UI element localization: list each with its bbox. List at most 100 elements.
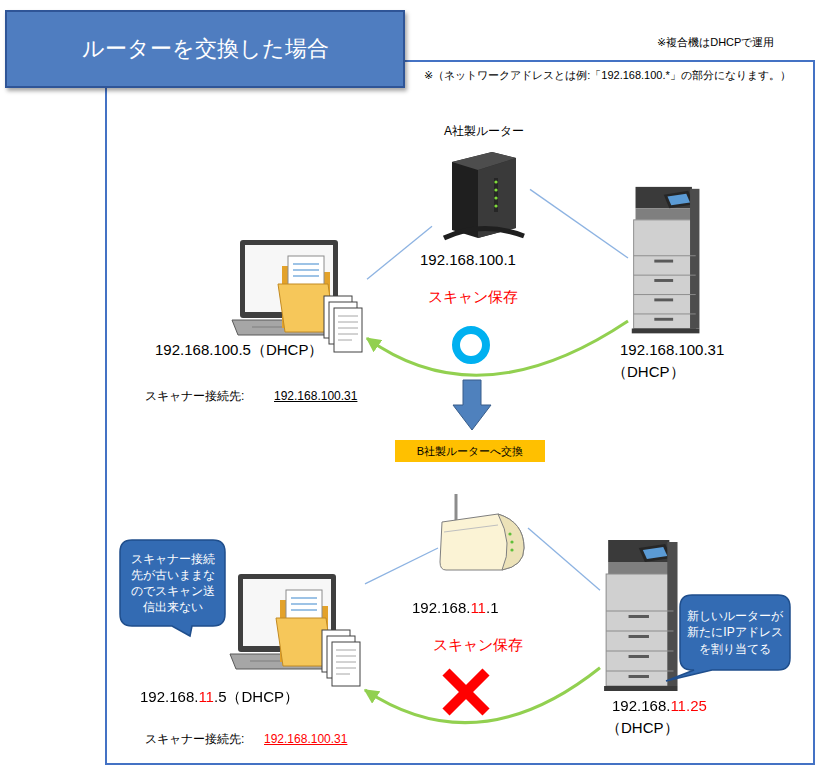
laptop-pc: 192.168.11.5（DHCP）スキャナー接続先:192.168.100.3… [230, 572, 365, 690]
laptop-icon-part [336, 668, 356, 669]
laptop-icon-part [338, 340, 352, 341]
laptop-icon-part [338, 322, 358, 323]
laptop-icon-part [338, 316, 358, 317]
router-a: A社製ルーター192.168.100.1 [432, 148, 530, 240]
scanner-target-label: スキャナー接続先: [145, 389, 244, 403]
mfp-icon-part [608, 562, 669, 574]
mfp-icon-part [634, 294, 696, 295]
ip-address: 192.168.100.31 [620, 341, 724, 359]
network-link [365, 548, 438, 584]
laptop-icon [232, 240, 362, 352]
ip-address: 192.168.100.1 [420, 251, 516, 269]
change-band: B社製ルーターへ交換 [395, 440, 545, 462]
mfp-icon-part [629, 655, 649, 658]
laptop-icon-part [336, 650, 356, 651]
router-a-icon-part [494, 180, 497, 183]
mfp-icon-part [667, 542, 677, 686]
laptop-icon-part [291, 597, 317, 599]
dhcp-label: （DHCP） [612, 363, 685, 381]
ip-address: 192.168.11.25 [612, 697, 707, 715]
mfp-icon-part [634, 220, 696, 329]
mfp-icon-part [629, 635, 649, 638]
mfp-printer: 192.168.100.31（DHCP） [628, 183, 703, 333]
laptop-icon-part [336, 674, 350, 675]
mfp-icon-part [636, 208, 692, 220]
mfp-icon [604, 540, 677, 691]
scene-frame: ※（ネットワークアドレスとは例:「192.168.100.*」の部分になります。… [105, 60, 815, 765]
laptop-icon-part [332, 642, 360, 686]
laptop-icon-part [291, 609, 317, 611]
mfp-icon [632, 187, 700, 333]
router-a-icon-part [452, 152, 516, 170]
mfp-icon-part [604, 686, 677, 691]
scan-flow-arrow [367, 321, 628, 375]
mfp-icon-part [654, 298, 673, 301]
title-text: ルーターを交換した場合 [82, 34, 329, 64]
mfp-icon-part [690, 189, 699, 329]
mfp-icon-part [606, 631, 673, 632]
router-b-icon-part [510, 548, 513, 551]
mfp-icon-part [654, 260, 673, 263]
flow-label: スキャン保存 [433, 636, 523, 654]
mfp-icon-part [606, 574, 673, 686]
router-a-icon-part [444, 228, 524, 238]
mfp-icon-part [606, 671, 673, 672]
laptop-icon-part [336, 662, 356, 663]
router-b-icon-part [510, 540, 513, 543]
callout-text: スキャナー接続先が古いままなのでスキャン送信出来ない [129, 551, 216, 616]
mfp-icon-part [632, 329, 700, 334]
ok-circle [456, 330, 486, 360]
mfp-icon-part [634, 275, 696, 276]
mfp-printer: 192.168.11.25（DHCP） [600, 536, 682, 691]
down-arrow [453, 380, 491, 430]
mfp-icon-part [654, 279, 673, 282]
scanner-target-ip: 192.168.100.31 [264, 732, 347, 746]
scanner-target-ip: 192.168.100.31 [274, 389, 357, 403]
callout-shape [120, 540, 225, 636]
scan-flow-arrow [365, 668, 600, 723]
router-b-icon-part [508, 532, 511, 535]
laptop-pc: 192.168.100.5（DHCP）スキャナー接続先:192.168.100.… [232, 238, 367, 356]
ip-address: 192.168.100.5（DHCP） [155, 341, 323, 359]
ip-address: 192.168.11.5（DHCP） [140, 688, 299, 706]
mfp-icon-part [606, 611, 673, 612]
router-b-icon [440, 494, 524, 570]
mfp-icon-part [634, 255, 696, 256]
laptop-icon-part [293, 275, 319, 277]
callout-shape [666, 595, 790, 681]
mfp-icon-part [667, 194, 690, 206]
ng-cross [446, 672, 486, 712]
laptop-icon-part [293, 263, 319, 265]
callout-text: 新しいルーターが新たにIPアドレスを割り当てる [684, 608, 786, 657]
router-a-icon-part [494, 204, 497, 207]
laptop-icon-part [336, 656, 356, 657]
mfp-icon-part [654, 318, 673, 321]
laptop-icon-part [338, 334, 358, 335]
router-b-icon-part [444, 525, 498, 532]
ng-cross [446, 672, 486, 712]
router-b-icon-part [498, 514, 524, 570]
router-a-icon-part [494, 178, 498, 212]
router-a-icon-part [494, 188, 497, 191]
router-a-icon [444, 152, 524, 238]
title-box: ルーターを交換した場合 [5, 10, 405, 88]
operation-note: ※複合機はDHCPで運用 [657, 36, 774, 49]
network-link [528, 528, 600, 590]
mfp-icon-part [634, 313, 696, 314]
network-address-note: ※（ネットワークアドレスとは例:「192.168.100.*」の部分になります。… [424, 69, 791, 82]
mfp-icon-part [639, 544, 672, 562]
router-b-icon-part [440, 514, 524, 570]
network-link [530, 189, 628, 258]
scanner-target-label: スキャナー接続先: [145, 732, 244, 746]
mfp-icon-part [664, 191, 694, 208]
dhcp-label: （DHCP） [606, 719, 679, 737]
mfp-icon-part [643, 547, 667, 559]
router-maker: A社製ルーター [444, 124, 524, 138]
mfp-icon-part [606, 651, 673, 652]
mfp-icon-part [629, 615, 649, 618]
router-b-icon-part [455, 494, 458, 522]
laptop-icon-part [293, 269, 319, 271]
speech-callout: 新しいルーターが新たにIPアドレスを割り当てる [680, 595, 790, 670]
laptop-icon-part [291, 603, 317, 605]
